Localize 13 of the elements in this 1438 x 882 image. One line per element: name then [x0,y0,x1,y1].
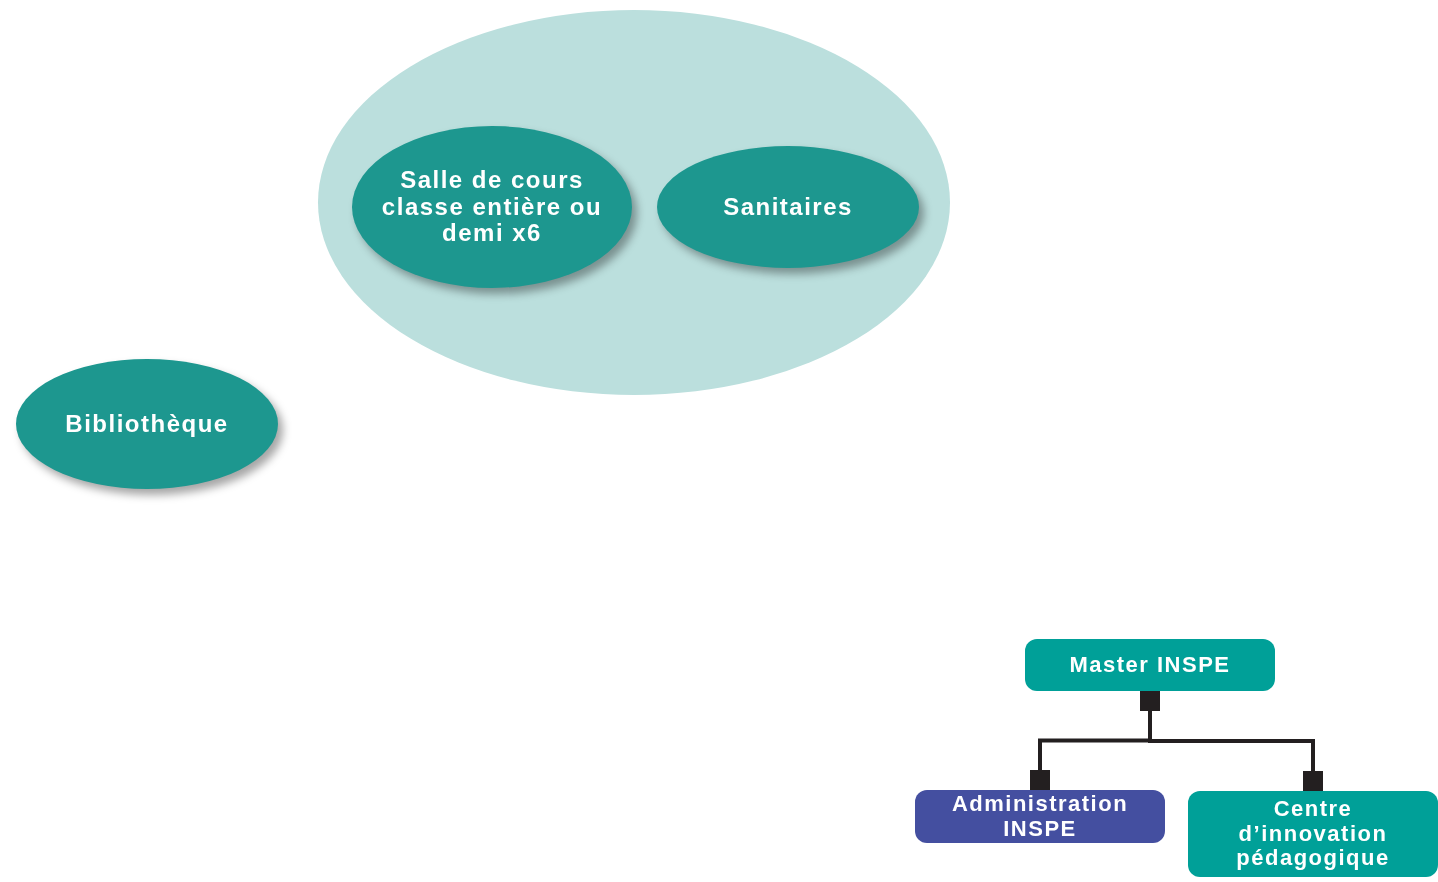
node-label: Master INSPE [1068,652,1232,678]
node-label: Administration INSPE [950,791,1130,842]
ellipse-node [352,126,632,288]
ellipse-node [16,359,278,489]
node-label: Sanitaires [722,193,854,221]
rounded-box [915,790,1165,843]
node-label: Centre d’innovation pédagogique [1235,797,1391,871]
node-label: Bibliothèque [64,410,230,438]
node-label: Salle de cours classe entière ou demi x6 [380,166,604,248]
rounded-box [1188,791,1438,877]
ellipse-node [657,146,919,268]
ellipse-area [318,10,950,395]
rounded-box [1025,639,1275,691]
